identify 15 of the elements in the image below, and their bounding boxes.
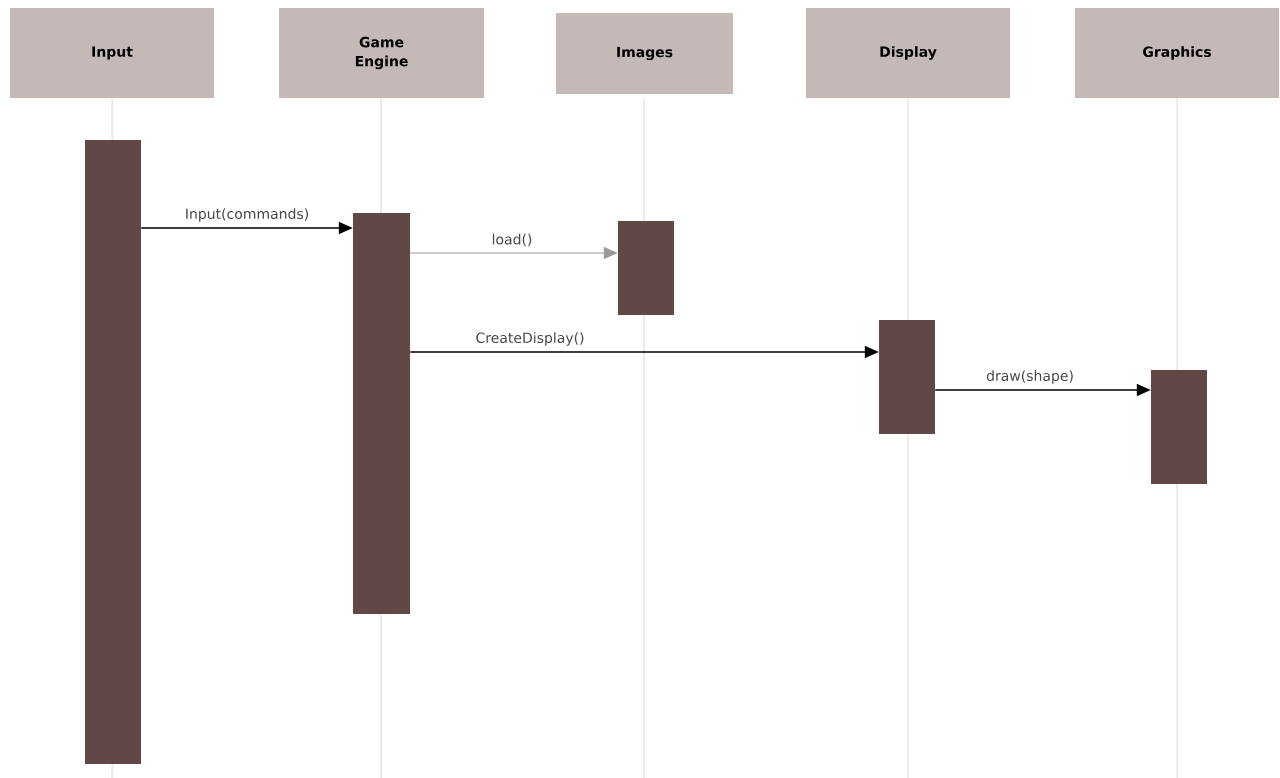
lifeline-header: Graphics: [1075, 8, 1279, 98]
lifeline-header: Display: [806, 8, 1010, 98]
lifeline-header: Input: [10, 8, 214, 98]
activation-bar: [85, 140, 141, 764]
message-label: Input(commands): [183, 207, 311, 223]
activation-bar: [1151, 370, 1207, 484]
message-label: load(): [490, 232, 534, 248]
activation-bar: [618, 221, 674, 315]
message-label: CreateDisplay(): [474, 331, 586, 347]
activation-bar: [353, 213, 410, 614]
message-label: draw(shape): [985, 369, 1075, 385]
lifeline-header: Game Engine: [279, 8, 484, 98]
lifeline-header: Images: [556, 13, 733, 94]
message-arrow: [409, 247, 618, 259]
activation-bar: [879, 320, 935, 434]
